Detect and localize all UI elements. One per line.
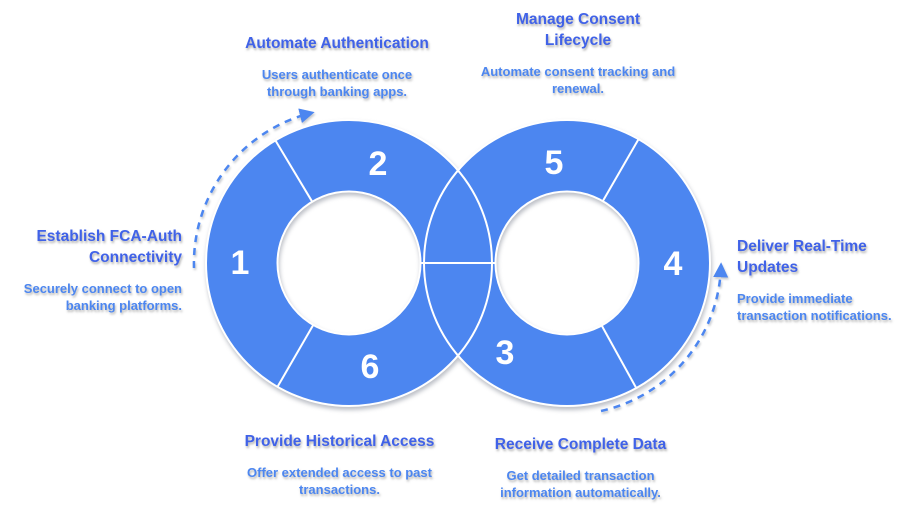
step-2-title: Automate Authentication (245, 35, 429, 52)
segment-4-number: 4 (664, 245, 683, 283)
divider-seg1-seg6 (276, 324, 315, 388)
step-3-title: Receive Complete Data (494, 436, 667, 453)
flow-arrows (192, 108, 729, 413)
step-5-title: Manage Consent Lifecycle (515, 11, 640, 49)
step-2-label: Automate Authentication Users authentica… (217, 33, 457, 100)
segment-2-number: 2 (369, 145, 388, 183)
segment-5-number: 5 (545, 144, 564, 182)
step-4-title: Deliver Real-Time Updates (737, 238, 867, 276)
left-ring-inner-edge (276, 190, 422, 336)
step-6-label: Provide Historical Access Offer extended… (227, 431, 452, 498)
segment-3-number: 3 (496, 334, 515, 372)
flow-arrow-right-icon (600, 262, 729, 413)
step-4-description: Provide immediate transaction notificati… (737, 291, 892, 323)
step-4-label: Deliver Real-Time Updates Provide immedi… (737, 236, 914, 324)
step-1-label: Establish FCA-Auth Connectivity Securely… (0, 226, 182, 314)
divider-seg5-seg4 (601, 138, 640, 202)
divider-seg1-seg2 (274, 139, 314, 203)
step-2-description: Users authenticate once through banking … (261, 67, 413, 99)
flow-arrow-left-icon (192, 108, 315, 269)
segment-1-number: 1 (231, 244, 250, 282)
step-6-description: Offer extended access to past transactio… (247, 465, 432, 497)
step-1-description: Securely connect to open banking platfor… (23, 281, 182, 313)
right-ring-shape (424, 120, 710, 406)
left-ring-shape (206, 120, 492, 406)
step-3-description: Get detailed transaction information aut… (500, 468, 661, 500)
step-5-description: Automate consent tracking and renewal. (480, 64, 676, 96)
step-1-title: Establish FCA-Auth Connectivity (36, 228, 182, 266)
step-5-label: Manage Consent Lifecycle Automate consen… (468, 9, 688, 97)
step-6-title: Provide Historical Access (244, 433, 435, 450)
infinity-rings: 1 2 3 4 5 6 (205, 119, 711, 407)
step-3-label: Receive Complete Data Get detailed trans… (468, 434, 693, 501)
segment-6-number: 6 (361, 348, 380, 386)
right-ring-inner-edge (494, 190, 640, 336)
divider-seg4-seg3 (600, 325, 638, 389)
